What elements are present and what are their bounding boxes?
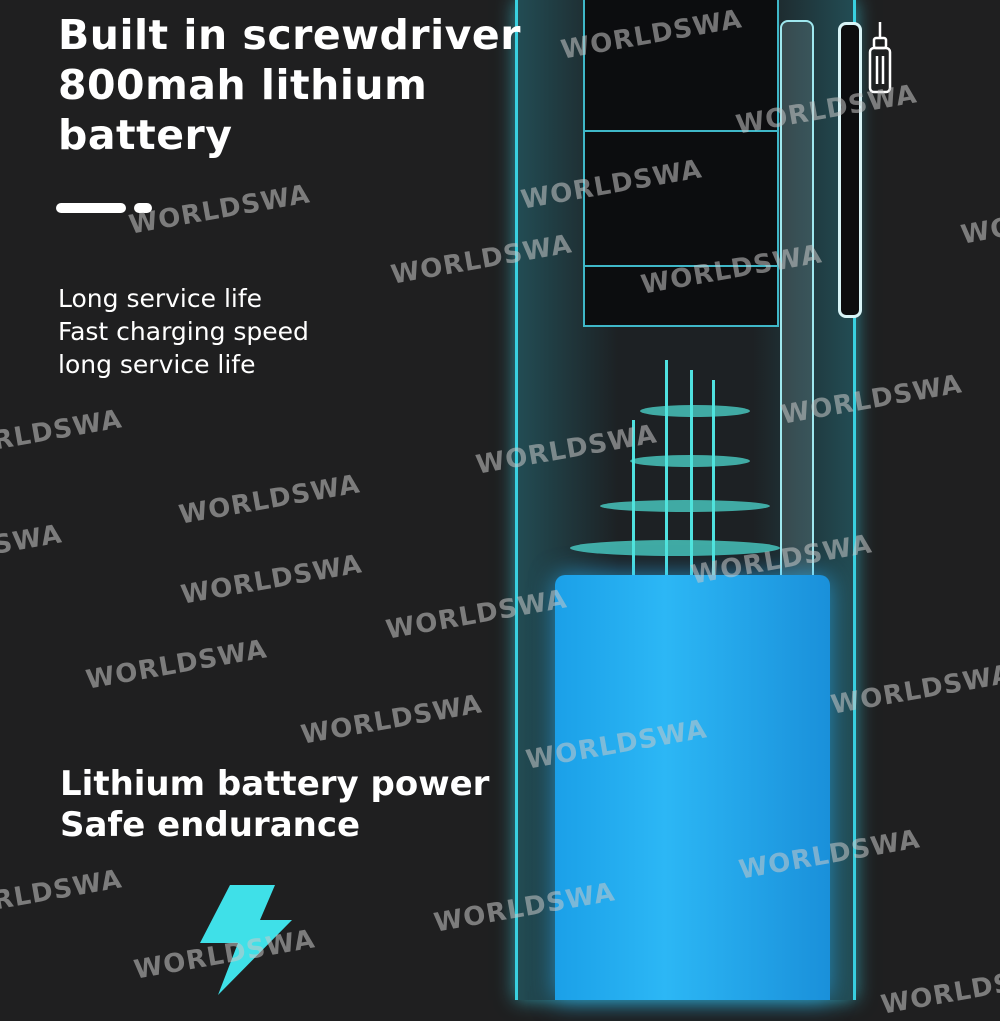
- headline-line: 800mah lithium: [58, 61, 428, 109]
- lightning-bolt-icon: [200, 885, 292, 995]
- power-line: Lithium battery power: [60, 764, 490, 804]
- divider-dash: [56, 203, 126, 213]
- housing-ring: [583, 265, 779, 267]
- watermark: WORLDSWA: [0, 864, 125, 926]
- motor-housing: [583, 0, 779, 327]
- watermark: WORLDSWA: [298, 689, 485, 751]
- side-panel: [838, 22, 862, 318]
- housing-ring: [583, 130, 779, 132]
- watermark: WORLDSWA: [958, 189, 1000, 251]
- power-line: Safe endurance: [60, 805, 361, 845]
- watermark: WORLDSWA: [0, 519, 65, 581]
- feature-item: long service life: [58, 350, 256, 379]
- divider-dot: [134, 203, 152, 213]
- gear-shaft: [712, 380, 715, 590]
- feature-item: Fast charging speed: [58, 317, 309, 346]
- watermark: WORLDSWA: [126, 179, 313, 241]
- headline-line: Built in screwdriver: [58, 11, 521, 59]
- watermark: WORLDSWA: [878, 959, 1000, 1021]
- gear-shaft: [665, 360, 668, 590]
- gear-disc: [640, 405, 750, 417]
- screwdriver-icon: [868, 22, 892, 94]
- watermark: WORLDSWA: [176, 469, 363, 531]
- watermark: WORLDSWA: [178, 549, 365, 611]
- watermark: WORLDSWA: [0, 404, 125, 466]
- battery-cell: [555, 575, 830, 1000]
- headline-line: battery: [58, 111, 233, 159]
- gear-shaft: [690, 370, 693, 590]
- power-heading: Lithium battery power Safe endurance: [60, 764, 489, 846]
- headline: Built in screwdriver 800mah lithium batt…: [58, 10, 521, 160]
- gear-disc: [570, 540, 780, 556]
- gear-disc: [630, 455, 750, 467]
- feature-list: Long service life Fast charging speed lo…: [58, 282, 309, 381]
- side-strip: [780, 20, 814, 594]
- watermark: WORLDSWA: [83, 634, 270, 696]
- feature-item: Long service life: [58, 284, 263, 313]
- gear-disc: [600, 500, 770, 512]
